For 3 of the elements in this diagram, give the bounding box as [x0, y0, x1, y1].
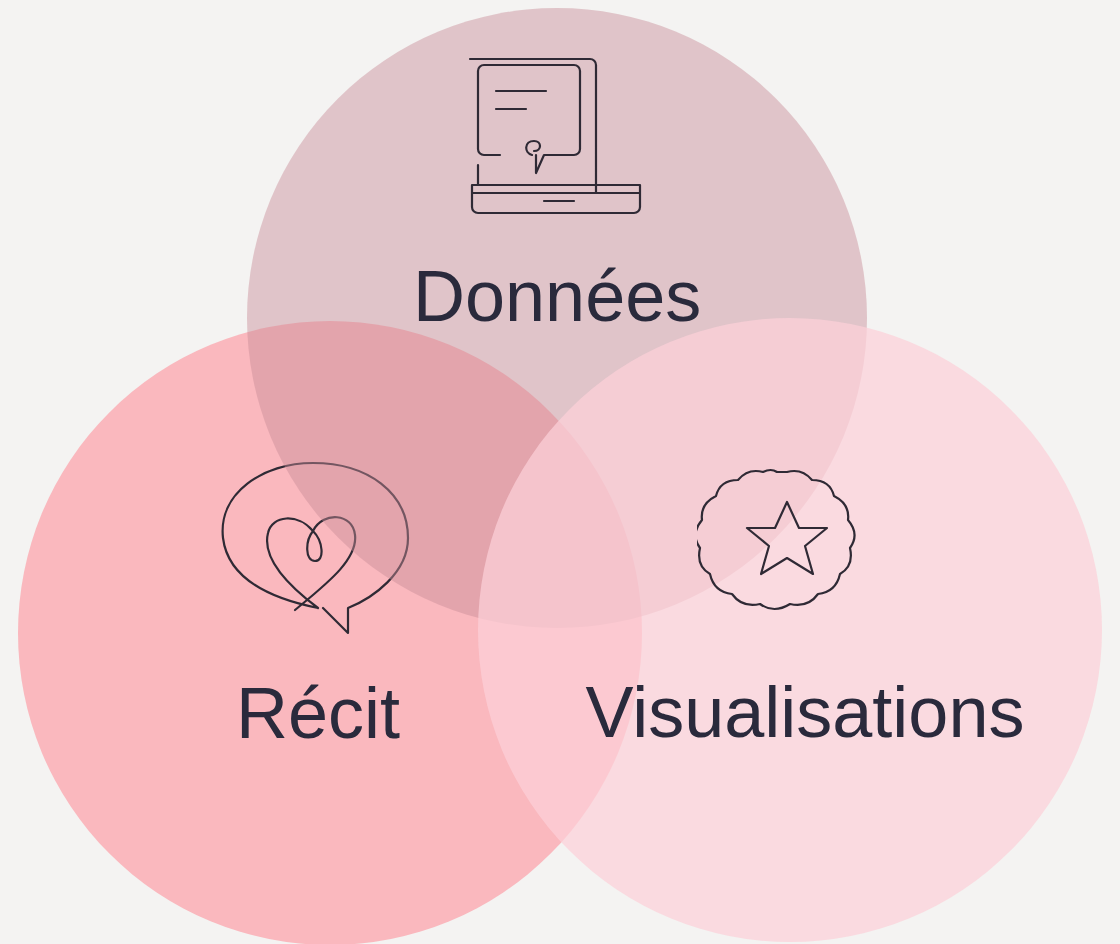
circle-label: Récit: [236, 677, 401, 749]
circle-label: Données: [413, 260, 702, 332]
circle-label: Visualisations: [585, 676, 1025, 748]
